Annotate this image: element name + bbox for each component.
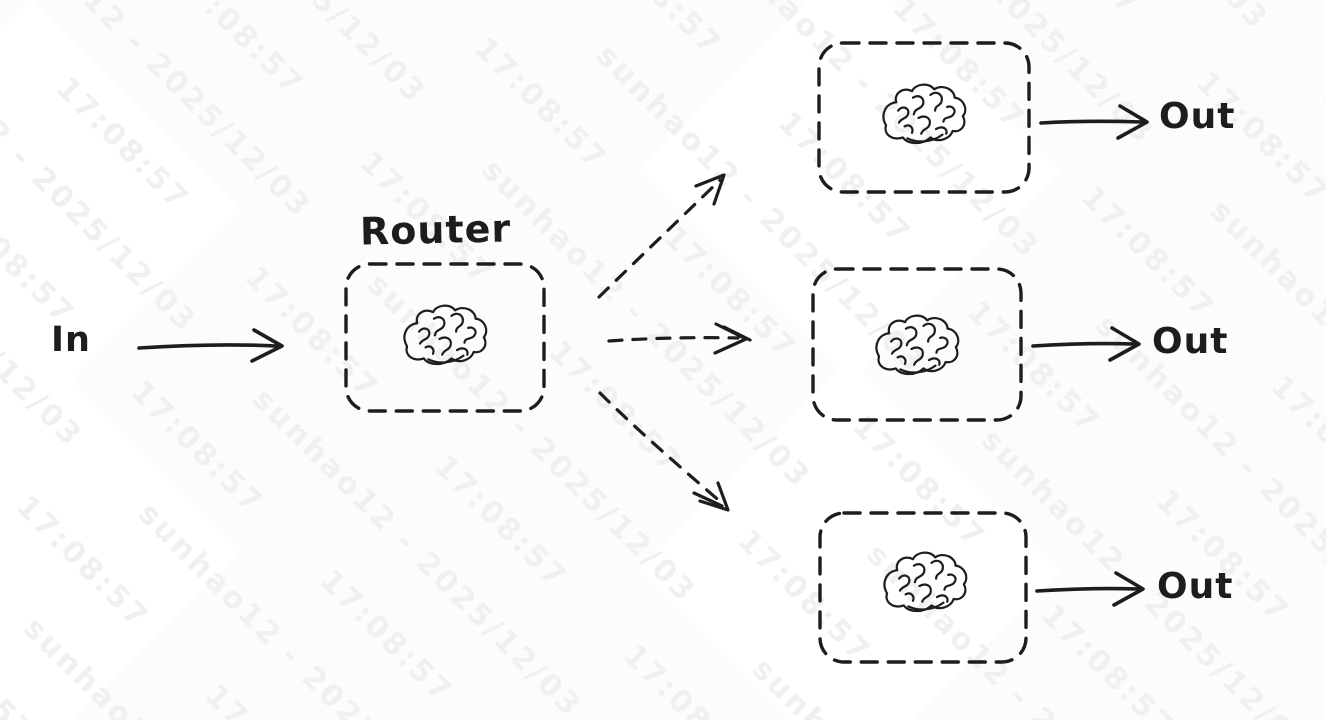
brain-icon	[403, 304, 488, 366]
output-label-2: Out	[1152, 321, 1229, 362]
output-box-3	[818, 511, 1028, 664]
input-arrow	[137, 328, 284, 363]
router-branch-arrow-bottom	[598, 391, 730, 512]
router-branch-arrow-top	[597, 173, 726, 299]
output-arrow-2	[1031, 326, 1141, 362]
brain-icon	[875, 314, 960, 376]
brain-icon	[882, 83, 967, 145]
output-arrow-1	[1039, 104, 1149, 140]
output-arrow-3	[1035, 571, 1145, 607]
brain-icon	[883, 551, 968, 613]
router-branch-arrow-middle	[607, 322, 752, 355]
output-label-3: Out	[1157, 566, 1234, 607]
input-label: In	[51, 320, 91, 360]
output-label-1: Out	[1159, 96, 1236, 137]
output-box-2	[811, 267, 1023, 422]
router-label: Router	[359, 206, 512, 254]
